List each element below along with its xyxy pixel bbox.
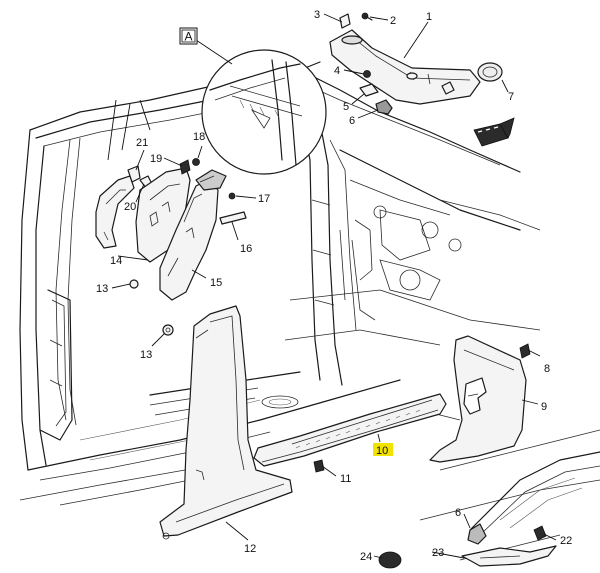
view-a-box — [179, 27, 198, 45]
part-22-clip — [533, 525, 547, 541]
callout-13-lower: 13 — [140, 349, 152, 361]
part-9-quarter-trim — [429, 335, 527, 463]
callout-6-lower: 6 — [455, 507, 461, 519]
callout-1: 1 — [426, 11, 432, 23]
part-4-clip — [363, 70, 371, 78]
part-8-clip — [519, 343, 531, 359]
part-17-screw — [228, 192, 236, 200]
callout-11: 11 — [340, 473, 351, 485]
callout-9: 9 — [541, 401, 547, 413]
callout-13-upper: 13 — [96, 283, 108, 295]
part-6-bracket — [375, 99, 393, 115]
part-1-upper-trim — [329, 29, 481, 105]
detail-view-a: A — [179, 27, 327, 175]
callout-15: 15 — [210, 277, 222, 289]
callout-7: 7 — [508, 91, 514, 103]
callout-3: 3 — [314, 9, 320, 21]
callout-19: 19 — [150, 153, 162, 165]
part-23-trim — [461, 545, 557, 567]
callout-16: 16 — [240, 243, 252, 255]
part-24-grommet — [378, 551, 402, 569]
part-13-nuts — [129, 279, 174, 336]
part-11-clip — [313, 459, 325, 473]
view-a-label: A — [185, 30, 193, 44]
callout-6: 6 — [349, 115, 355, 127]
callout-22: 22 — [560, 535, 572, 547]
part-5-cover — [359, 83, 379, 97]
part-16-strip — [219, 211, 247, 225]
callout-21: 21 — [136, 137, 148, 149]
part-7-grommet — [477, 62, 503, 82]
callout-4: 4 — [334, 65, 340, 77]
part-6-lower-bracket — [467, 523, 487, 545]
callout-2: 2 — [390, 15, 396, 27]
callout-20: 20 — [124, 201, 136, 213]
view-a-leader — [192, 37, 233, 65]
part-10-sill-plate — [253, 393, 447, 467]
part-3-cap — [339, 13, 351, 29]
callout-5: 5 — [343, 101, 349, 113]
callout-10: 10 — [376, 445, 388, 457]
callout-12: 12 — [244, 543, 256, 555]
callout-labels: 1 2 3 4 5 6 7 8 9 10 11 12 13 13 14 15 1… — [96, 9, 572, 563]
callout-18: 18 — [193, 131, 205, 143]
part-2-screw — [361, 12, 373, 21]
leader-lines — [107, 13, 557, 559]
callout-8: 8 — [544, 363, 550, 375]
callout-10-highlight — [373, 443, 393, 456]
part-15-pillar-trim — [159, 179, 219, 301]
part-18-19-clips — [179, 158, 227, 191]
callout-24: 24 — [360, 551, 372, 563]
callout-23: 23 — [432, 547, 444, 559]
part-12-lower-pillar-trim — [159, 305, 293, 540]
callout-17: 17 — [258, 193, 270, 205]
connector-module — [473, 117, 515, 147]
callout-14: 14 — [110, 255, 122, 267]
